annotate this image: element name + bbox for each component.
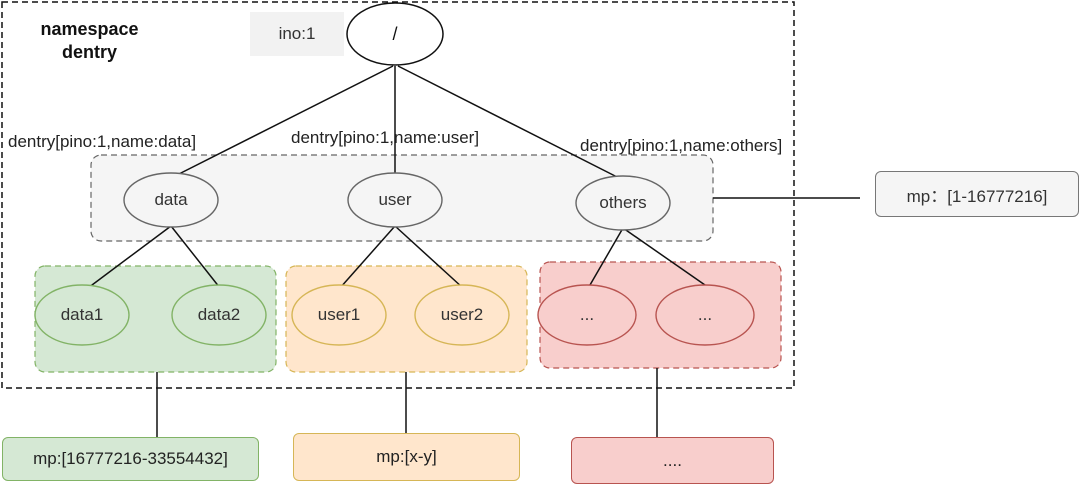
- dentry-label-user: dentry[pino:1,name:user]: [291, 128, 480, 147]
- node-user1-label: user1: [317, 305, 361, 324]
- node-others: [575, 175, 671, 231]
- edge-others-child1: [589, 227, 624, 286]
- node-data: [123, 172, 219, 228]
- namespace-title-line1: namespace: [40, 19, 139, 39]
- node-data-label: data: [154, 190, 188, 209]
- node-data2: [171, 284, 267, 346]
- node-others-child1: [537, 284, 637, 346]
- data-mp-box: mp:[16777216-33554432]: [2, 437, 259, 481]
- node-others-label: others: [599, 193, 647, 212]
- namespace-title-line2: dentry: [61, 42, 117, 62]
- others-mp-box: ....: [571, 437, 774, 484]
- node-data2-label: data2: [197, 305, 241, 324]
- ino-label: ino:1: [250, 12, 344, 56]
- node-others-child2: [655, 284, 755, 346]
- edge-others-child2: [622, 227, 706, 286]
- edge-user-user2: [394, 225, 464, 289]
- node-others-child2-label: ...: [697, 305, 713, 324]
- node-user: [347, 172, 443, 228]
- dentry-label-others: dentry[pino:1,name:others]: [580, 136, 783, 155]
- node-others-child1-label: ...: [579, 305, 595, 324]
- node-user-label: user: [378, 190, 412, 209]
- node-user2-label: user2: [440, 305, 484, 324]
- namespace-boundary: [1, 1, 795, 389]
- node-data1: [34, 284, 130, 346]
- edge-root-data: [170, 65, 394, 179]
- edge-data-data1: [87, 225, 172, 289]
- meta-mp-box: mp：[1-16777216]: [875, 171, 1079, 217]
- node-data1-label: data1: [60, 305, 104, 324]
- edge-data-data2: [170, 225, 221, 289]
- root-node: [346, 2, 444, 66]
- node-user2: [414, 284, 510, 346]
- user-mp-box: mp:[x-y]: [293, 433, 520, 481]
- dentry-label-data: dentry[pino:1,name:data]: [8, 132, 197, 151]
- namespace-title: namespace dentry: [22, 18, 157, 64]
- node-user1: [291, 284, 387, 346]
- edge-user-user1: [339, 225, 396, 289]
- edge-root-others: [397, 65, 624, 181]
- root-node-label: /: [392, 23, 398, 44]
